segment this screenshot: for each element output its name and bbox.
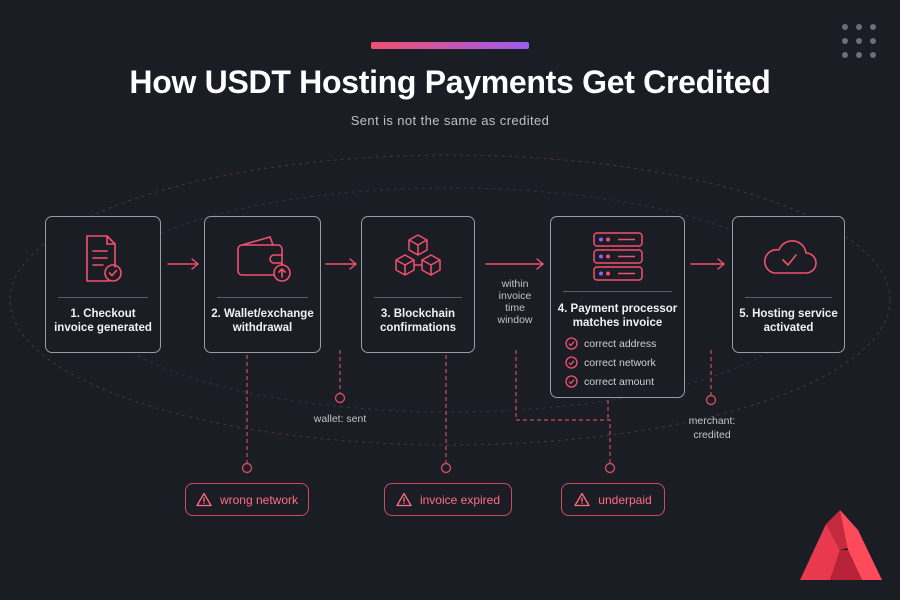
failure-label: underpaid bbox=[598, 492, 652, 507]
step-blockchain-confirmations: 3. Blockchain confirmations bbox=[361, 216, 475, 353]
step-payment-processor: 4. Payment processor matches invoice cor… bbox=[550, 216, 685, 398]
step-label-line1: 1. Checkout bbox=[70, 308, 136, 320]
step-label-line2: confirmations bbox=[379, 322, 457, 334]
server-icon bbox=[551, 229, 684, 285]
step-hosting-activated: 5. Hosting service activated bbox=[732, 216, 845, 353]
step-label-line1: 4. Payment processor bbox=[557, 303, 678, 315]
arrow-4-5 bbox=[690, 258, 726, 270]
check-correct-address: correct address bbox=[565, 334, 676, 353]
failure-label: wrong network bbox=[219, 492, 299, 507]
check-correct-network: correct network bbox=[565, 353, 676, 372]
orbit-outer bbox=[9, 154, 891, 446]
circle-check-icon bbox=[565, 356, 578, 369]
note-invoice-window: within invoice time window bbox=[488, 278, 542, 326]
wallet-send-icon bbox=[205, 231, 320, 287]
page-title: How USDT Hosting Payments Get Credited bbox=[129, 64, 771, 100]
step-label-line2: matches invoice bbox=[572, 317, 663, 329]
node-underpaid bbox=[604, 462, 616, 474]
node-merchant bbox=[705, 394, 717, 406]
check-label: correct address bbox=[584, 337, 657, 350]
invoice-check-icon bbox=[46, 231, 160, 287]
step-label-line1: 3. Blockchain bbox=[380, 308, 456, 320]
note-line: credited bbox=[693, 429, 731, 441]
arrow-3-4 bbox=[485, 258, 545, 270]
note-line: time bbox=[505, 302, 525, 314]
node-wallet-sent bbox=[334, 392, 346, 404]
note-merchant-credited: merchant: credited bbox=[672, 414, 752, 442]
check-label: correct amount bbox=[584, 375, 655, 388]
step-wallet-withdrawal: 2. Wallet/exchange withdrawal bbox=[204, 216, 321, 353]
failure-wrong-network: wrong network bbox=[185, 483, 309, 516]
processor-checklist: correct address correct network correct … bbox=[565, 334, 676, 391]
circle-check-icon bbox=[565, 337, 578, 350]
note-wallet-sent: wallet: sent bbox=[313, 413, 367, 425]
blockchain-cubes-icon bbox=[362, 231, 474, 287]
brand-logo bbox=[800, 510, 882, 580]
page-subtitle: Sent is not the same as credited bbox=[350, 113, 550, 128]
note-line: merchant: bbox=[688, 415, 736, 427]
decorative-dot-grid bbox=[842, 24, 878, 60]
node-invoice-expired bbox=[440, 462, 452, 474]
note-line: within bbox=[501, 278, 529, 290]
circle-check-icon bbox=[565, 375, 578, 388]
warning-icon bbox=[574, 492, 590, 507]
check-correct-amount: correct amount bbox=[565, 372, 676, 391]
warning-icon bbox=[196, 492, 212, 507]
note-line: invoice bbox=[498, 290, 532, 302]
failure-label: invoice expired bbox=[419, 492, 501, 507]
warning-icon bbox=[396, 492, 412, 507]
failure-invoice-expired: invoice expired bbox=[384, 483, 512, 516]
step-label-line2: withdrawal bbox=[232, 322, 293, 334]
step-label-line2: invoice generated bbox=[54, 322, 152, 334]
node-wrong-network bbox=[241, 462, 253, 474]
step-label-line1: 5. Hosting service bbox=[739, 308, 838, 320]
accent-bar bbox=[371, 42, 529, 49]
cloud-check-icon bbox=[733, 233, 844, 283]
check-label: correct network bbox=[584, 356, 656, 369]
step-label-line1: 2. Wallet/exchange bbox=[211, 308, 314, 320]
note-line: window bbox=[497, 314, 533, 326]
step-checkout: 1. Checkout invoice generated bbox=[45, 216, 161, 353]
step-label-line2: activated bbox=[763, 322, 814, 334]
arrow-1-2 bbox=[167, 258, 200, 270]
arrow-2-3 bbox=[325, 258, 358, 270]
failure-underpaid: underpaid bbox=[561, 483, 665, 516]
drop-window bbox=[515, 350, 611, 463]
